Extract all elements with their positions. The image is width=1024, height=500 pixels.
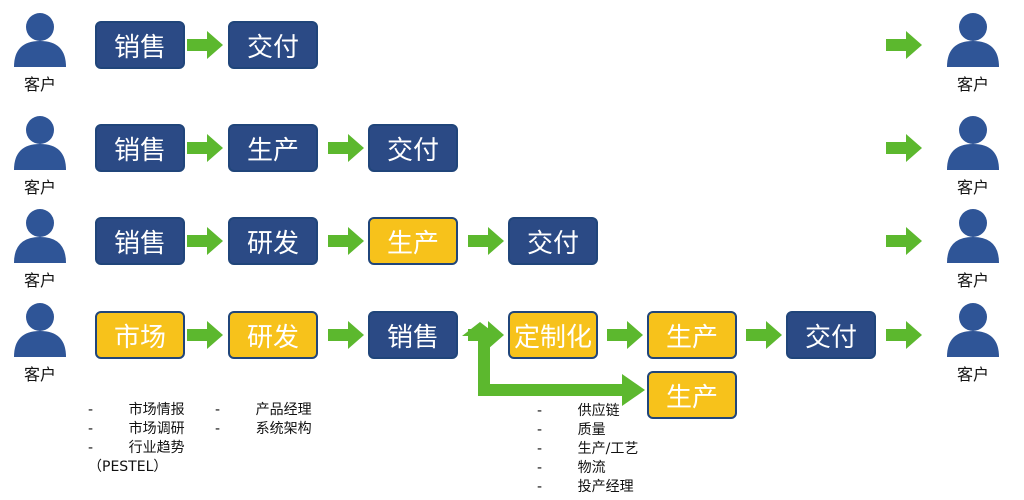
rnd-note-line: - 系统架构 bbox=[215, 421, 312, 437]
step-box: 交付 bbox=[228, 21, 318, 69]
step-box: 生产 bbox=[647, 311, 737, 359]
customer-icon-right bbox=[947, 13, 999, 67]
market-note-line: - 市场调研 bbox=[88, 421, 185, 437]
step-box: 销售 bbox=[95, 217, 185, 265]
customer-icon-left bbox=[14, 209, 66, 263]
customer-label: 客户 bbox=[956, 365, 989, 384]
customer-icon-left bbox=[14, 13, 66, 67]
customer-label: 客户 bbox=[956, 75, 989, 94]
green-arrow-icon bbox=[886, 227, 922, 255]
step-box: 市场 bbox=[95, 311, 185, 359]
step-box: 生产 bbox=[368, 217, 458, 265]
step-box: 研发 bbox=[228, 311, 318, 359]
customer-label: 客户 bbox=[956, 178, 989, 197]
step-box: 交付 bbox=[508, 217, 598, 265]
customer-label: 客户 bbox=[23, 365, 56, 384]
green-arrow-icon bbox=[886, 134, 922, 162]
customer-icon-right bbox=[947, 209, 999, 263]
production-note-line: - 生产/工艺 bbox=[537, 441, 639, 457]
green-arrow-icon bbox=[187, 134, 223, 162]
customer-icon-right bbox=[947, 303, 999, 357]
green-arrow-icon bbox=[187, 321, 223, 349]
step-box: 销售 bbox=[95, 21, 185, 69]
market-note-line: - 市场情报 bbox=[88, 402, 185, 418]
green-arrow-icon bbox=[328, 134, 364, 162]
green-arrow-icon bbox=[886, 321, 922, 349]
green-arrow-icon bbox=[187, 227, 223, 255]
production-note-line: - 供应链 bbox=[537, 403, 620, 419]
rnd-note-line: - 产品经理 bbox=[215, 402, 312, 418]
step-box: 交付 bbox=[368, 124, 458, 172]
green-arrow-icon bbox=[328, 321, 364, 349]
market-note-line: （PESTEL） bbox=[88, 459, 168, 475]
customer-label: 客户 bbox=[23, 178, 56, 197]
green-arrow-icon bbox=[187, 31, 223, 59]
production-note-line: - 投产经理 bbox=[537, 479, 634, 495]
customer-label: 客户 bbox=[23, 271, 56, 290]
customer-icon-left bbox=[14, 303, 66, 357]
step-box: 生产 bbox=[228, 124, 318, 172]
step-box: 交付 bbox=[786, 311, 876, 359]
step-box: 研发 bbox=[228, 217, 318, 265]
branch-step-box: 生产 bbox=[647, 371, 737, 419]
production-note-line: - 物流 bbox=[537, 460, 606, 476]
green-arrow-icon bbox=[468, 227, 504, 255]
production-note-line: - 质量 bbox=[537, 422, 606, 438]
step-box: 定制化 bbox=[508, 311, 598, 359]
customer-label: 客户 bbox=[23, 75, 56, 94]
green-arrow-icon bbox=[607, 321, 643, 349]
green-arrow-icon bbox=[886, 31, 922, 59]
customer-label: 客户 bbox=[956, 271, 989, 290]
branch-arrow-icon bbox=[462, 322, 645, 406]
customer-icon-left bbox=[14, 116, 66, 170]
step-box: 销售 bbox=[368, 311, 458, 359]
market-note-line: - 行业趋势 bbox=[88, 440, 185, 456]
green-arrow-icon bbox=[746, 321, 782, 349]
green-arrow-icon bbox=[328, 227, 364, 255]
customer-icon-right bbox=[947, 116, 999, 170]
step-box: 销售 bbox=[95, 124, 185, 172]
